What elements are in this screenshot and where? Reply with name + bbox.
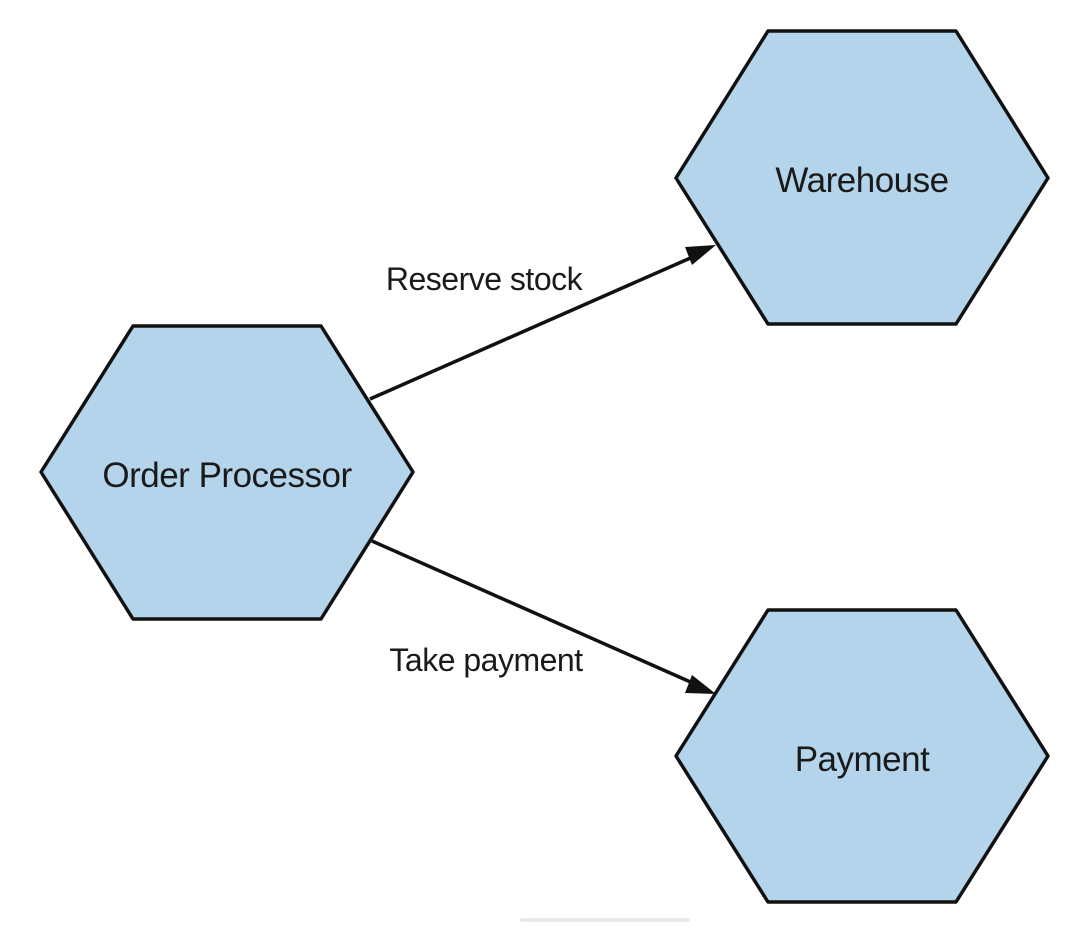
node-order-processor: Order Processor bbox=[39, 324, 415, 621]
node-payment: Payment bbox=[674, 608, 1050, 904]
bottom-scroll-hint bbox=[520, 918, 690, 922]
order-processor-hexagon bbox=[39, 324, 415, 621]
reserve-stock-arrowhead bbox=[685, 245, 716, 265]
edge-take-payment: Take payment bbox=[371, 539, 716, 694]
take-payment-label: Take payment bbox=[389, 642, 583, 678]
warehouse-hexagon bbox=[674, 29, 1050, 326]
reserve-stock-arrow-line bbox=[369, 254, 696, 401]
take-payment-arrowhead bbox=[685, 675, 716, 694]
payment-label: Payment bbox=[795, 740, 930, 779]
take-payment-arrow-line bbox=[371, 539, 696, 686]
node-warehouse: Warehouse bbox=[674, 29, 1050, 326]
order-processor-label: Order Processor bbox=[102, 456, 352, 495]
warehouse-label: Warehouse bbox=[775, 161, 948, 200]
payment-hexagon bbox=[674, 608, 1050, 904]
edge-reserve-stock: Reserve stock bbox=[369, 245, 716, 401]
reserve-stock-label: Reserve stock bbox=[386, 261, 584, 297]
